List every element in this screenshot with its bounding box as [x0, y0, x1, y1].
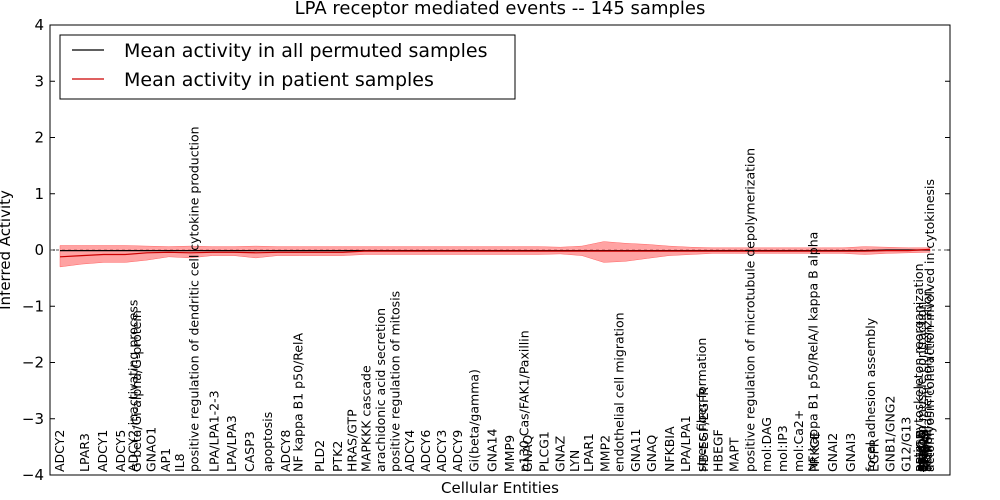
std-dev-band	[59, 241, 931, 268]
category-label: actomyosin contraction involved in cytok…	[922, 179, 937, 472]
series-line-patient	[59, 248, 931, 258]
category-label: GNA11	[628, 429, 643, 473]
category-label: LPAR1	[581, 433, 596, 472]
category-label: MMP2	[597, 435, 612, 472]
category-label: PLD2	[312, 440, 327, 472]
category-label: ADCY9	[450, 430, 465, 472]
category-label: focal adhesion assembly	[863, 317, 878, 472]
y-tick-label: 4	[34, 16, 44, 34]
category-label: LYN	[567, 450, 582, 472]
category-label: GNAO1	[143, 427, 158, 472]
category-label: EGFR	[866, 438, 881, 472]
category-label: GNAI2	[825, 433, 840, 472]
category-label: GNAQ	[520, 435, 535, 472]
plot-area	[59, 241, 931, 268]
category-label: ADCY3	[434, 430, 449, 472]
category-label: LPAR3	[77, 433, 92, 472]
y-tick-label: 2	[34, 129, 44, 147]
category-label: mol:Ca2+	[791, 410, 806, 472]
category-label: HB-EGF/EGFR	[696, 387, 711, 472]
category-label: mol:DAG	[759, 417, 774, 472]
category-label: p130 Cas/FAK1/Paxillin	[517, 330, 532, 472]
category-label: MAPKKK cascade	[359, 365, 374, 472]
category-label: HBEGF	[710, 429, 725, 472]
category-label: NFKBIA	[662, 426, 677, 472]
category-label: NF kappa B1 p50/RelA	[291, 332, 306, 472]
category-label: ADCY2	[52, 430, 67, 472]
category-label: TRIP6	[920, 436, 935, 473]
category-label: PRKCA	[915, 431, 930, 472]
category-label: AP1	[158, 448, 173, 472]
x-axis-title: Cellular Entities	[441, 479, 559, 497]
category-label: actin cytoskeleton reorganization	[911, 263, 926, 472]
y-tick-label: −4	[22, 466, 44, 484]
category-label: apoptosis	[260, 412, 275, 472]
y-tick-label: 0	[34, 241, 44, 259]
category-label: RHOA	[918, 435, 933, 472]
category-label: ADCY8	[278, 430, 293, 472]
category-label: PTK2	[330, 441, 345, 472]
category-label: endothelial cell migration	[612, 312, 627, 472]
category-label: ADCY1	[95, 430, 110, 472]
category-label: smooth muscle contraction	[914, 302, 929, 472]
category-label: GNA14	[484, 428, 499, 472]
category-label: LPA/LPA1-2-3	[206, 390, 221, 472]
y-tick-label: 1	[34, 185, 44, 203]
category-label: HRAS/GTP	[344, 409, 359, 472]
category-label: CASP3	[242, 431, 257, 472]
category-label: GNAI3	[843, 433, 858, 472]
category-label: PRKCD	[913, 430, 928, 472]
y-tick-label: 3	[34, 72, 44, 90]
category-label: GNAZ	[552, 436, 567, 472]
category-label: LPA/LPA3	[224, 415, 239, 472]
category-label: positive regulation of microtubule depol…	[743, 148, 758, 472]
category-label: positive regulation of mitosis	[387, 291, 402, 472]
category-label: stress fiber formation	[694, 338, 709, 472]
legend-box	[59, 34, 516, 100]
legend: Mean activity in all permuted samples Me…	[59, 34, 516, 100]
category-label: IL8	[172, 453, 187, 472]
category-label: GNA12	[916, 429, 931, 473]
category-label: MMP9	[502, 435, 517, 472]
y-axis: −4 −3 −2 −1 0 1 2 3 4	[22, 16, 950, 484]
category-label: positive regulation of dendritic cell cy…	[187, 126, 202, 472]
category-label: MAPT	[726, 437, 741, 472]
category-label: Gi(beta/gamma)	[466, 369, 481, 472]
y-tick-label: −1	[22, 297, 44, 315]
category-label: arachidonic acid secretion	[373, 308, 388, 472]
category-label: LPA/LPA1	[678, 415, 693, 472]
category-label: mol:IP3	[775, 425, 790, 472]
category-label: ADCY2-inactivating process	[126, 300, 141, 472]
category-label: NF kappa B1 p50/RelA/I kappa B alpha	[805, 232, 820, 472]
category-label: PRKCE	[807, 432, 822, 472]
chart-title: LPA receptor mediated events -- 145 samp…	[295, 0, 706, 19]
category-label: ROCK2	[918, 429, 933, 472]
category-label: ADCY6	[418, 430, 433, 472]
category-label: ADCY4	[402, 430, 417, 472]
category-label: GNAQ	[644, 435, 659, 472]
legend-label-patient: Mean activity in patient samples	[124, 69, 434, 91]
category-label: G12/G13	[899, 417, 914, 472]
category-label: GNB1/GNG2	[883, 396, 898, 472]
legend-label-permuted: Mean activity in all permuted samples	[124, 40, 487, 62]
y-tick-label: −3	[22, 410, 44, 428]
category-label: GNA13	[917, 429, 932, 473]
category-label: PLCG1	[536, 431, 551, 472]
category-label: actin filament polymerization	[919, 288, 934, 472]
y-tick-label: −2	[22, 354, 44, 372]
category-label: ADCY5	[113, 430, 128, 472]
category-label: G-beta/Gi-alpha/G-protein	[129, 310, 144, 472]
y-axis-title: Inferred Activity	[0, 190, 14, 310]
